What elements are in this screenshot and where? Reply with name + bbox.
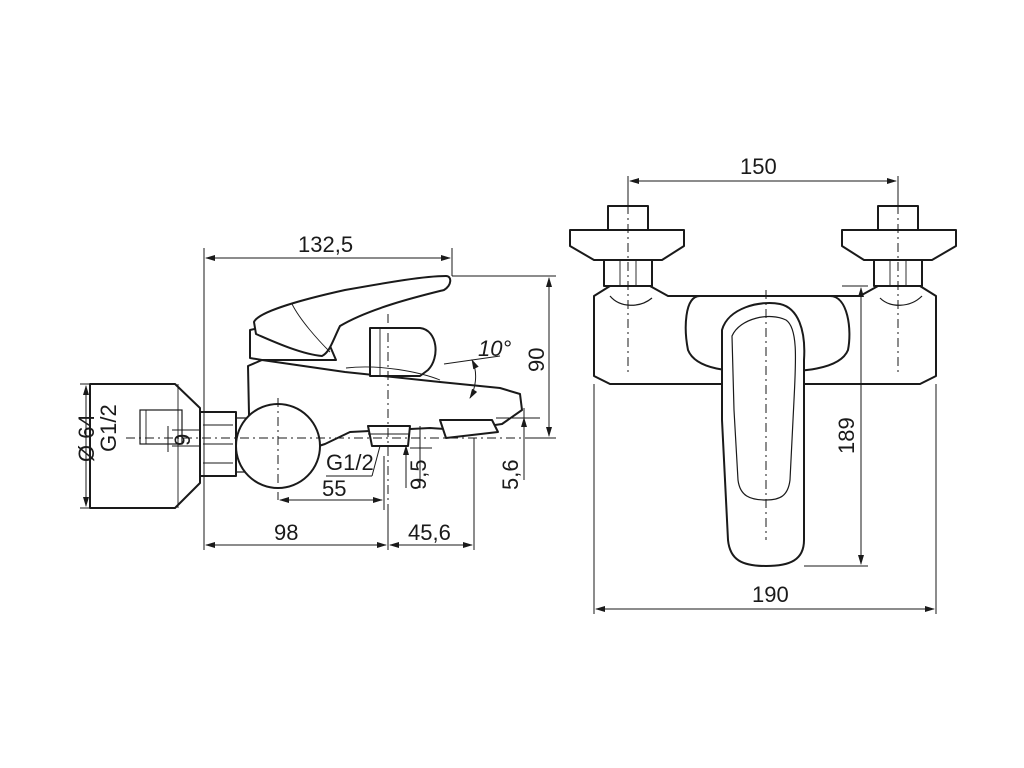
bottom-outlet xyxy=(367,425,411,447)
label-90: 90 xyxy=(524,348,549,372)
lever-handle xyxy=(253,275,452,357)
label-150: 150 xyxy=(740,154,777,179)
label-190: 190 xyxy=(752,582,789,607)
label-189: 189 xyxy=(834,417,859,454)
lever-front xyxy=(721,302,806,567)
right-flange xyxy=(841,229,957,261)
left-flange xyxy=(569,229,685,261)
spout-lip xyxy=(439,419,499,439)
label-diameter-64: Ø 64 xyxy=(74,414,99,462)
label-10-deg: 10° xyxy=(478,336,511,361)
side-view: 132,5 90 Ø 64 G1/2 9 10° G1/2 9,5 5,6 55… xyxy=(74,232,556,550)
label-g12-bottom: G1/2 xyxy=(326,450,374,475)
label-9: 9 xyxy=(170,434,195,446)
front-view: 150 189 190 xyxy=(569,154,957,614)
label-55: 55 xyxy=(322,476,346,501)
label-45-6: 45,6 xyxy=(408,520,451,545)
label-132-5: 132,5 xyxy=(298,232,353,257)
label-5-6: 5,6 xyxy=(498,459,523,490)
label-98: 98 xyxy=(274,520,298,545)
label-9-5: 9,5 xyxy=(406,459,431,490)
label-g12-left: G1/2 xyxy=(96,404,121,452)
